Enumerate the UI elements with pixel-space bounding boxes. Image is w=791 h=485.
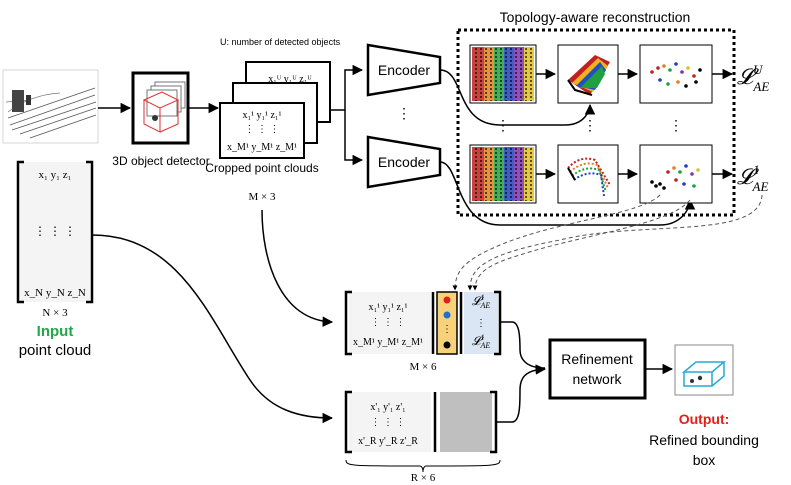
refine-row-r: x'_R y'_R z'_R	[358, 436, 418, 447]
object-detector-icon	[131, 71, 190, 145]
encoder-top-label: Encoder	[378, 62, 430, 78]
scattered-points-icon	[639, 44, 713, 104]
refine-matrix: x'₁ y'₁ z'₁ ⋮ ⋮ ⋮ x'_R y'_R z'_R	[344, 390, 498, 454]
dashed-loss-flow-1	[467, 194, 763, 291]
input-word: Input	[37, 323, 74, 340]
concat-loss-dots: ⋮	[476, 318, 486, 329]
output-word: Output:	[679, 411, 730, 427]
refine-row-dots: ⋮ ⋮ ⋮	[371, 417, 406, 428]
row-ellipsis-2: ⋮	[583, 117, 597, 133]
cropped-row-dots: ⋮ ⋮ ⋮	[245, 124, 280, 135]
concat-row-m: x_M¹ y_M¹ z_M¹	[353, 337, 423, 348]
output-line-2: box	[693, 452, 716, 468]
arrow-refine-merge	[496, 364, 547, 423]
u-caption: U: number of detected objects	[220, 37, 341, 47]
input-label: Input	[37, 323, 74, 340]
refined-box-icon	[674, 344, 734, 396]
input-row-dots: ⋮ ⋮ ⋮	[34, 224, 76, 238]
input-row-n: x_N y_N z_N	[24, 287, 86, 299]
cropped-point-clouds: x₁ᵁ y₁ᵁ z₁ᵁ x₁¹ y₁¹ z₁¹ ⋮ ⋮ ⋮ x_M¹ y_M¹ …	[219, 61, 331, 159]
input-matrix: x₁ y₁ z₁ ⋮ ⋮ ⋮ x_N y_N z_N	[16, 160, 94, 304]
color-grid-icon	[469, 44, 537, 104]
lidar-scan-image	[2, 69, 99, 144]
refinement-network: Refinement network	[548, 338, 647, 400]
object-detector-label: 3D object detector	[112, 154, 209, 168]
refine-dims: R × 6	[411, 472, 436, 484]
encoder-top: Encoder	[366, 43, 442, 97]
dashed-loss-flow-3	[472, 199, 691, 291]
refinement-line-2: network	[572, 371, 622, 387]
refine-brace	[345, 459, 501, 473]
concat-dims: M × 6	[410, 361, 437, 373]
concat-row-1: x₁¹ y₁¹ z₁¹	[369, 302, 408, 313]
arrow-cropped-to-concat	[261, 209, 334, 327]
arrow-concat-merge	[500, 321, 546, 369]
row-ellipsis-1: ⋮	[496, 117, 510, 133]
topology-box	[456, 28, 736, 217]
input-row-1: x₁ y₁ z₁	[39, 169, 72, 181]
concat-dot-ellipsis: ⋮	[442, 324, 452, 335]
row-ellipsis-3: ⋮	[669, 117, 683, 133]
arrow-to-encoder-top	[330, 64, 364, 111]
folded-surface-icon	[557, 144, 619, 204]
input-rest: point cloud	[19, 342, 92, 359]
arrow-to-encoder-bottom	[344, 110, 364, 166]
arrow-encoder-top-out	[439, 69, 596, 126]
cropped-top-row: x₁ᵁ y₁ᵁ z₁ᵁ	[268, 74, 312, 85]
encoder-bottom: Encoder	[366, 135, 442, 189]
refine-row-1: x'₁ y'₁ z'₁	[370, 402, 405, 413]
cropped-row-1: x₁¹ y₁¹ z₁¹	[243, 110, 282, 121]
cropped-dims: M × 3	[249, 191, 276, 203]
color-grid-icon	[469, 144, 537, 204]
scattered-points-icon	[639, 144, 713, 204]
input-dims: N × 3	[42, 307, 68, 319]
cropped-row-m: x_M¹ y_M¹ z_M¹	[227, 142, 297, 153]
topology-title: Topology-aware reconstruction	[500, 9, 691, 25]
output-line-1: Refined bounding	[649, 432, 759, 448]
concat-row-dots: ⋮ ⋮ ⋮	[371, 317, 406, 328]
refinement-line-1: Refinement	[561, 351, 633, 367]
arrow-input-to-refine	[91, 234, 334, 424]
folded-surface-icon	[557, 44, 619, 104]
dashed-loss-flow-2	[452, 194, 661, 291]
cropped-label: Cropped point clouds	[205, 161, 318, 175]
encoder-ellipsis: ⋮	[397, 105, 411, 121]
arrow-encoder-bottom-out	[439, 161, 696, 226]
encoder-bottom-label: Encoder	[378, 154, 430, 170]
